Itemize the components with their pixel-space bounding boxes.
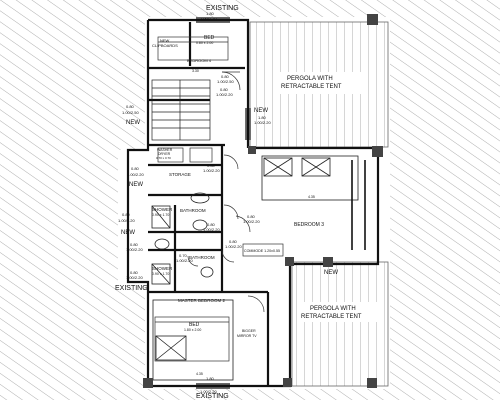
shower1-label: SHOWER — [152, 207, 173, 212]
pergola-top-line1: PERGOLA WITH — [287, 76, 333, 82]
pergola-top-label-bg — [276, 72, 364, 94]
bed3-door-dim-b: 1.00/2.20 — [243, 219, 260, 224]
existing-top-label: EXISTING — [206, 5, 239, 12]
bath-door-dim-a: 0.80 — [207, 222, 216, 227]
master-width: 4.35 — [196, 372, 203, 376]
left-w1-dim-b: 1.00/2.50 — [122, 110, 139, 115]
storage-door-dim-b: 1.00/2.20 — [203, 168, 220, 173]
walls — [126, 18, 380, 388]
bathroom2-label: BATHROOM — [189, 255, 215, 260]
bath2-door-dim-b: 1.00/2.20 — [176, 258, 193, 263]
bed-small-label: BED — [204, 35, 215, 41]
new-left-lower: NEW — [121, 230, 135, 236]
bed3-door-dim-a: 0.80 — [247, 214, 256, 219]
existing-left-label: EXISTING — [115, 285, 148, 292]
window-marks — [196, 17, 251, 389]
hall-door-dim-a: 0.80 — [229, 239, 238, 244]
w080-mid-dim-b: 1.00/2.20 — [216, 92, 233, 97]
bed-master-size: 1.80 x 2.00 — [184, 328, 201, 332]
left-w4-dim-a: 0.80 — [130, 242, 139, 247]
bath-door-dim-b: 1.00/2.20 — [203, 227, 220, 232]
storage-label: STORAGE — [169, 172, 191, 177]
left-w5-dim-b: 1.00/2.20 — [126, 275, 143, 280]
pergola-top-line2: RETRACTABLE TENT — [281, 84, 342, 90]
bed-small-size: 0.80 x 2.00 — [196, 41, 213, 45]
bigger-mirror-line2: MIRROR TV — [237, 334, 257, 338]
bottom-window-dim-a: 1.80 — [206, 376, 215, 381]
pergola-bottom-line2: RETRACTABLE TENT — [301, 314, 362, 320]
shower1-size: 0.90 x 1.70 — [152, 213, 169, 217]
master-label: MASTER BEDROOM 2 — [178, 298, 226, 303]
bathroom-fixtures — [151, 192, 214, 285]
bathroom-label: BATHROOM — [180, 208, 206, 213]
left-w5-dim-a: 0.80 — [130, 270, 139, 275]
hall-door-dim-b: 1.00/2.20 — [225, 244, 242, 249]
new-top-right: NEW — [254, 108, 268, 114]
bed-master-label: BED — [189, 322, 200, 328]
pergola-bottom — [291, 261, 389, 387]
left-w3-dim-a: 0.80 — [122, 212, 131, 217]
thin-lines — [154, 36, 284, 362]
existing-bottom-label: EXISTING — [196, 393, 229, 400]
door-swings — [187, 71, 265, 313]
new-left-mid: NEW — [129, 182, 143, 188]
bigger-mirror-line1: BIGGER — [242, 329, 256, 333]
new-right-win-dim-b: 1.00/2.20 — [254, 120, 271, 125]
washer-line2: DRYER — [158, 152, 171, 156]
washer-line1: WASHER — [157, 148, 173, 152]
bedroom3-width: 4.35 — [308, 195, 315, 199]
bed-master — [152, 299, 234, 381]
columns — [143, 14, 383, 388]
pergola-bottom-line1: PERGOLA WITH — [310, 306, 356, 312]
bed-bedroom3 — [261, 155, 359, 201]
bedroom4-width: 3.30 — [192, 69, 199, 73]
clipboards-line2: CLIPBOARDS — [152, 43, 178, 48]
shower2-label: SHOWER — [152, 266, 173, 271]
new-left-upper: NEW — [126, 120, 140, 126]
left-w2-dim-b: 1.00/2.20 — [127, 172, 144, 177]
bedroom4-label: BEDROOM 4 — [187, 58, 212, 63]
bedroom3-label: BEDROOM 3 — [294, 222, 324, 228]
w080-top-dim-b: 1.00/2.50 — [217, 79, 234, 84]
pergola-bottom-label-bg — [298, 302, 384, 322]
new-right-win-dim-a: 1.80 — [258, 115, 267, 120]
left-w2-dim-a: 0.80 — [131, 166, 140, 171]
storage-door-dim-a: 0.80 — [207, 163, 216, 168]
labels: EXISTING EXISTING EXISTING 1.80 1.00/2.2… — [115, 5, 362, 400]
washer-size: 0.70 x 0.70 — [156, 156, 171, 160]
new-right-mid: NEW — [324, 270, 338, 276]
left-w1-dim-a: 0.80 — [126, 104, 135, 109]
bath2-door-dim-a: 0.70 — [179, 253, 188, 258]
w080-mid-dim-a: 0.80 — [220, 87, 229, 92]
pergola-top — [249, 21, 389, 148]
left-w3-dim-b: 1.00/2.20 — [118, 218, 135, 223]
staircase — [151, 79, 211, 141]
bottom-window-dim-b: 1.00/2.20 — [200, 389, 217, 394]
w080-top-dim-a: 0.80 — [221, 74, 230, 79]
commode-label: COMMODE 1.20x0.55 — [244, 249, 280, 253]
clipboards-line1: NEW — [160, 38, 170, 43]
left-w4-dim-b: 1.00/2.20 — [126, 247, 143, 252]
top-window-dim-a: 1.80 — [206, 11, 215, 16]
shower2-size: 0.90 x 1.70 — [152, 272, 169, 276]
pergola-posts — [351, 160, 366, 250]
top-window-dim-b: 1.00/2.20 — [200, 16, 217, 21]
